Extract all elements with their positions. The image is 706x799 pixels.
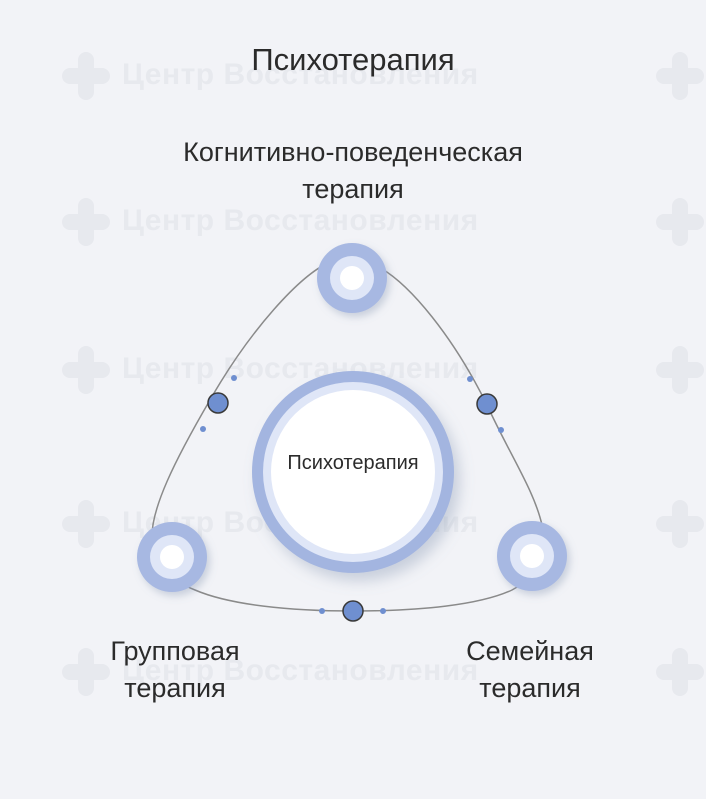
- node-label-left-line2: терапия: [124, 673, 226, 703]
- connector-node-left: [207, 392, 229, 414]
- connector-dot: [498, 427, 504, 433]
- connector-dot: [319, 608, 325, 614]
- node-label-right: Семейная терапия: [415, 633, 645, 707]
- node-label-top-line1: Когнитивно-поведенческая: [183, 137, 523, 167]
- node-circle-left: [137, 522, 207, 592]
- node-label-right-line1: Семейная: [466, 636, 594, 666]
- page-title: Психотерапия: [251, 42, 455, 77]
- center-circle: [252, 371, 454, 573]
- center-label: Психотерапия: [287, 452, 419, 474]
- node-label-top-line2: терапия: [302, 174, 404, 204]
- node-label-left: Групповая терапия: [60, 633, 290, 707]
- connector-node-bottom: [342, 600, 364, 622]
- node-label-left-line1: Групповая: [110, 636, 240, 666]
- node-circle-top: [317, 243, 387, 313]
- connector-dot: [380, 608, 386, 614]
- connector-dot: [200, 426, 206, 432]
- node-circle-right: [497, 521, 567, 591]
- node-label-top: Когнитивно-поведенческая терапия: [103, 134, 603, 208]
- connector-dot: [467, 376, 473, 382]
- connector-node-right: [476, 393, 498, 415]
- node-label-right-line2: терапия: [479, 673, 581, 703]
- connector-dot: [231, 375, 237, 381]
